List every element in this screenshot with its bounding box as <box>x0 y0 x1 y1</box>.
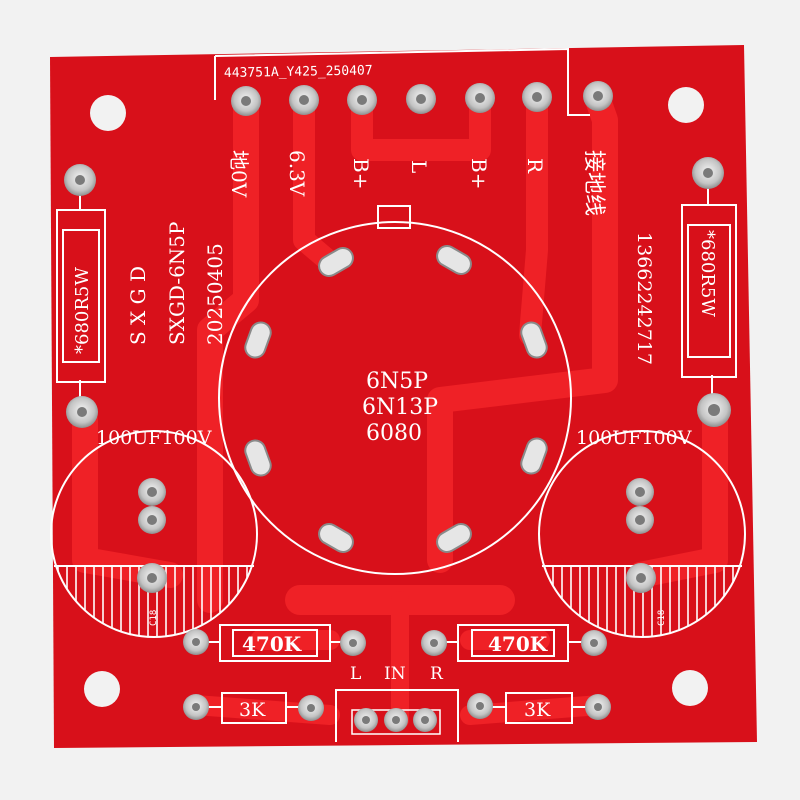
socket-pins <box>244 245 548 553</box>
resistor-680r-left: *680R5W <box>56 164 106 428</box>
input-connector <box>335 689 459 742</box>
res-3k-right-label: 3K <box>524 699 551 721</box>
label-gnd: 地0V <box>227 150 251 198</box>
resistor-470k-right: 470K <box>421 624 607 662</box>
cap-ref-left: C18 <box>149 610 159 626</box>
header-pads <box>231 81 613 116</box>
input-labels: L IN R <box>350 664 444 684</box>
cap-ref-right: C18 <box>657 610 667 626</box>
label-b-plus-2: B+ <box>467 158 491 189</box>
tube-label-2: 6N13P <box>362 395 438 420</box>
phone-text: 13662242717 <box>633 232 655 365</box>
mounting-hole <box>84 671 120 707</box>
label-earth: 接地线 <box>581 150 606 216</box>
cap-label-right: 100UF100V <box>576 427 692 449</box>
label-heater: 6.3V <box>285 150 309 197</box>
mounting-hole <box>668 87 704 123</box>
res-470k-right-label: 470K <box>488 632 548 656</box>
socket-pin <box>436 523 472 553</box>
mounting-hole <box>672 670 708 706</box>
label-b-plus-1: B+ <box>349 158 373 189</box>
label-left: L <box>407 160 431 173</box>
date-text: 20250405 <box>203 243 227 345</box>
tube-label-1: 6N5P <box>366 369 428 394</box>
socket-pin <box>318 247 354 277</box>
input-label-left: L <box>350 664 361 684</box>
input-label-in: IN <box>384 664 406 684</box>
resistor-680r-right: *680R5W <box>681 157 737 427</box>
connector-labels: 地0V 6.3V B+ L B+ R 接地线 <box>227 150 606 216</box>
brand-text: S X G D <box>126 266 150 345</box>
socket-pin <box>436 245 472 275</box>
header-connector: 443751A_Y425_250407 <box>214 47 590 116</box>
label-right: R <box>523 158 547 174</box>
resistor-label-right: *680R5W <box>697 230 718 317</box>
socket-pin <box>244 321 272 359</box>
input-label-right: R <box>430 664 444 684</box>
header-code: 443751A_Y425_250407 <box>224 63 373 81</box>
model-text: SXGD-6N5P <box>165 222 189 346</box>
socket-pin <box>520 321 548 359</box>
tube-socket: 6N5P 6N13P 6080 <box>218 205 572 575</box>
resistor-3k-left: 3K <box>183 692 324 724</box>
mounting-holes <box>84 87 708 707</box>
socket-pin <box>520 437 548 475</box>
tube-label-3: 6080 <box>366 421 422 446</box>
mounting-hole <box>90 95 126 131</box>
board-marking-left: S X G D SXGD-6N5P 20250405 <box>126 222 227 346</box>
resistor-3k-right: 3K <box>467 692 611 724</box>
res-470k-left-label: 470K <box>242 632 302 656</box>
res-3k-left-label: 3K <box>239 699 266 721</box>
socket-pin <box>244 439 272 477</box>
cap-label-left: 100UF100V <box>96 427 212 449</box>
resistor-470k-left: 470K <box>183 624 366 662</box>
resistor-label-left: *680R5W <box>72 267 93 354</box>
socket-pin <box>318 523 354 553</box>
